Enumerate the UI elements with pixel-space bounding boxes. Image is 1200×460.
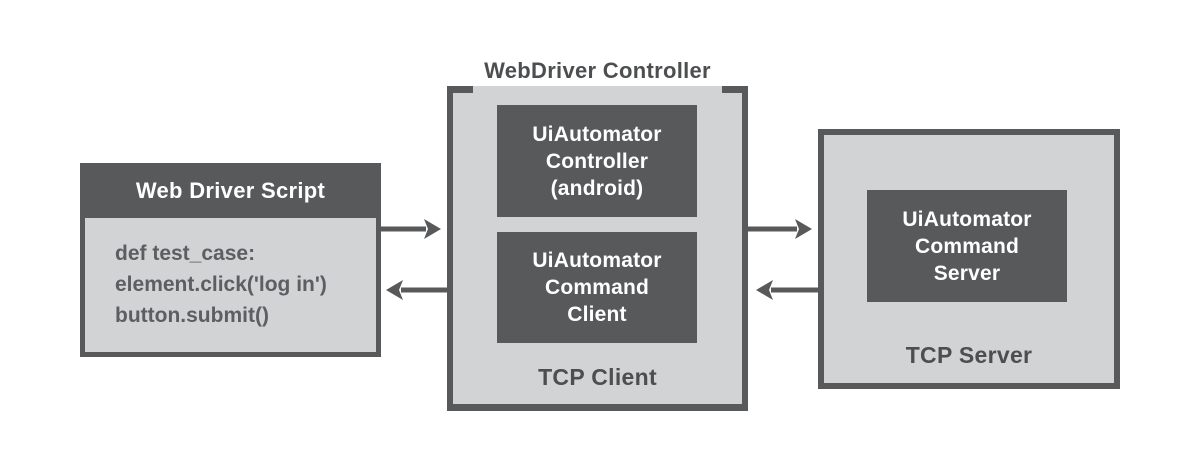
- node-label-line: Command: [914, 234, 1020, 258]
- web-driver-script-code: def test_case: element.click('log in') b…: [85, 218, 376, 352]
- tcp-server-label: TCP Server: [905, 342, 1033, 368]
- node-label-line: Command: [544, 276, 650, 299]
- web-driver-script-box: Web Driver Script def test_case: element…: [80, 163, 381, 357]
- uiautomator-controller-node: UiAutomator Controller (android): [497, 105, 697, 217]
- controller-box-top-border-right-segment: [722, 86, 748, 93]
- uiautomator-command-client-node: UiAutomator Command Client: [497, 232, 697, 343]
- arrow-controller-to-server: [748, 219, 812, 239]
- node-label-line: UiAutomator: [902, 207, 1032, 231]
- tcp-client-label: TCP Client: [538, 364, 657, 390]
- controller-box-top-border-left-segment: [447, 86, 473, 93]
- node-label-line: UiAutomator: [532, 249, 662, 272]
- webdriver-controller-title: WebDriver Controller: [484, 58, 711, 83]
- code-line: button.submit(): [115, 304, 269, 327]
- arrow-controller-to-script: [386, 280, 447, 300]
- code-line: element.click('log in'): [115, 273, 327, 296]
- web-driver-script-header: Web Driver Script: [80, 163, 381, 218]
- node-label-line: Controller: [545, 149, 649, 173]
- arrow-server-to-controller: [756, 280, 818, 300]
- node-label-line: (android): [550, 176, 644, 200]
- arrow-script-to-controller: [380, 219, 441, 239]
- web-driver-script-title: Web Driver Script: [135, 177, 326, 203]
- node-label-line: UiAutomator: [532, 122, 662, 146]
- uiautomator-command-server-node: UiAutomator Command Server: [867, 190, 1067, 302]
- code-line: def test_case:: [115, 242, 256, 265]
- node-label-line: Client: [567, 303, 627, 326]
- node-label-line: Server: [933, 261, 1001, 285]
